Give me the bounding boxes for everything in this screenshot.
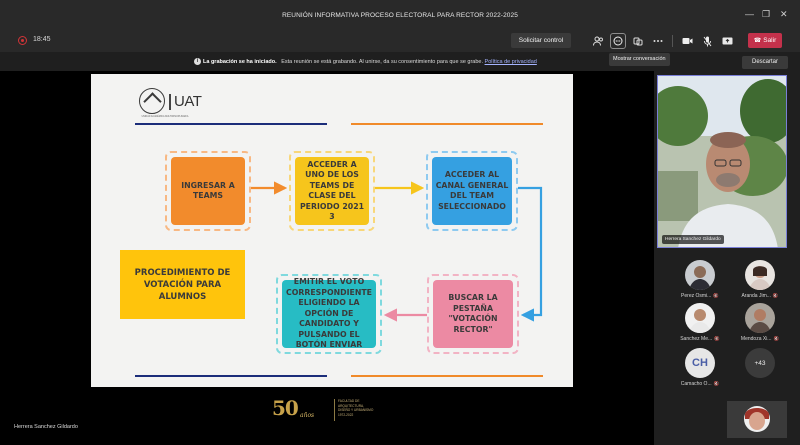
- close-icon[interactable]: ✕: [780, 9, 788, 19]
- participant-name-text: Mendoza Xi...: [740, 336, 772, 342]
- logo-subtitle: UNIDAD ACADÉMICA MULTIDISCIPLINARIA: [141, 116, 189, 118]
- participant-tile[interactable]: Sanchez Me...🔇: [670, 303, 730, 345]
- uat-logo: UAT UNIDAD ACADÉMICA MULTIDISCIPLINARIA: [135, 88, 207, 118]
- recording-banner: i La grabación se ha iniciado. Esta reun…: [0, 54, 800, 71]
- mic-muted-icon[interactable]: [699, 33, 715, 49]
- presentation-slide: UAT UNIDAD ACADÉMICA MULTIDISCIPLINARIA …: [91, 74, 573, 387]
- phone-icon: ☎: [753, 38, 762, 44]
- info-icon: i: [194, 58, 201, 65]
- step-2-box: ACCEDER A UNO DE LOS TEAMS DE CLASE DEL …: [289, 151, 375, 231]
- participant-tile[interactable]: CH Camacho O...🔇: [670, 348, 730, 390]
- self-view-frame: [727, 401, 787, 438]
- avatar: [745, 260, 775, 290]
- more-options-icon[interactable]: [650, 33, 666, 49]
- participant-name: Sanchez Me...🔇: [670, 336, 730, 342]
- faculty-text: FACULTAD DE ARQUITECTURA, DISEÑO Y URBAN…: [338, 399, 373, 417]
- request-control-button[interactable]: Solicitar control: [511, 33, 571, 48]
- presenter-video-name: Herrera Sanchez Gildardo: [662, 235, 724, 244]
- minimize-icon[interactable]: —: [745, 9, 754, 19]
- faculty-line-1: FACULTAD DE: [338, 399, 360, 403]
- anniversary-suffix: años: [300, 412, 315, 419]
- step-4-box: BUSCAR LA PESTAÑA "VOTACIÓN RECTOR": [427, 274, 519, 354]
- participant-name: Perez Osmi...🔇: [670, 293, 730, 299]
- presenter-video[interactable]: Herrera Sanchez Gildardo: [657, 75, 787, 248]
- meeting-title: REUNIÓN INFORMATIVA PROCESO ELECTORAL PA…: [282, 12, 518, 19]
- step-5-text: EMITIR EL VOTO CORRESPONDIENTE ELIGIENDO…: [282, 277, 376, 349]
- self-view-video[interactable]: [727, 401, 787, 438]
- avatar-initials: CH: [685, 348, 715, 378]
- anniversary-number: 50: [272, 396, 299, 420]
- privacy-policy-link[interactable]: Política de privacidad: [484, 59, 537, 65]
- share-screen-icon[interactable]: [719, 33, 735, 49]
- uat-emblem-icon: [139, 88, 165, 114]
- more-participants-count: +43: [745, 348, 775, 378]
- recording-message-text: Esta reunión se está grabando. Al unirse…: [281, 59, 484, 65]
- shared-screen-stage: UAT UNIDAD ACADÉMICA MULTIDISCIPLINARIA …: [0, 71, 654, 445]
- mic-muted-icon: 🔇: [713, 293, 719, 298]
- chat-tooltip: Mostrar conversación: [609, 53, 670, 66]
- participant-name: Aranda Jim...🔇: [730, 293, 790, 299]
- step-1-text: INGRESAR A TEAMS: [171, 157, 245, 225]
- avatar: [745, 303, 775, 333]
- participants-panel: Herrera Sanchez Gildardo Perez Osmi...🔇 …: [654, 71, 800, 445]
- step-1-box: INGRESAR A TEAMS: [165, 151, 251, 231]
- leave-label: Salir: [763, 37, 777, 44]
- mic-muted-icon: 🔇: [773, 336, 780, 341]
- step-4-text: BUSCAR LA PESTAÑA "VOTACIÓN RECTOR": [433, 280, 513, 348]
- participant-name-text: Perez Osmi...: [681, 293, 712, 299]
- anniversary-logo: 50 años FACULTAD DE ARQUITECTURA, DISEÑO…: [270, 396, 382, 422]
- avatar: [685, 260, 715, 290]
- procedure-title: PROCEDIMIENTO DE VOTACIÓN PARA ALUMNOS: [120, 250, 245, 319]
- participant-name: Camacho O...🔇: [670, 381, 730, 387]
- chat-icon[interactable]: [610, 33, 626, 49]
- step-5-box: EMITIR EL VOTO CORRESPONDIENTE ELIGIENDO…: [276, 274, 382, 354]
- step-3-box: ACCEDER AL CANAL GENERAL DEL TEAM SELECC…: [426, 151, 518, 231]
- step-3-text: ACCEDER AL CANAL GENERAL DEL TEAM SELECC…: [432, 157, 512, 225]
- mic-muted-icon: 🔇: [713, 381, 720, 386]
- participant-tile[interactable]: Mendoza Xi...🔇: [730, 303, 790, 345]
- logo-text: UAT: [174, 93, 202, 110]
- footer-rule-orange: [351, 375, 543, 377]
- header-rule-blue: [135, 123, 327, 125]
- meeting-toolbar: 18:45 Solicitar control ☎Salir: [0, 30, 800, 52]
- avatar: [685, 303, 715, 333]
- mic-muted-icon: 🔇: [714, 336, 720, 341]
- recording-message: La grabación se ha iniciado. Esta reunió…: [203, 59, 537, 65]
- header-rule-orange: [351, 123, 543, 125]
- participant-name-text: Aranda Jim...: [741, 293, 771, 299]
- camera-icon[interactable]: [679, 33, 695, 49]
- reactions-icon[interactable]: [630, 33, 646, 49]
- faculty-line-4: 1972-2022: [338, 412, 354, 417]
- more-participants-tile[interactable]: +43: [730, 348, 790, 390]
- presenter-video-frame: [658, 76, 786, 247]
- faculty-line-3: DISEÑO Y URBANISMO: [338, 408, 374, 413]
- flow-arrows: [251, 181, 543, 322]
- arrow-3-to-4: [518, 186, 543, 322]
- participants-icon[interactable]: [590, 33, 606, 49]
- recording-message-bold: La grabación se ha iniciado.: [203, 59, 277, 65]
- participant-tile[interactable]: Perez Osmi...🔇: [670, 260, 730, 302]
- presenter-caption: Herrera Sanchez Gildardo: [14, 424, 78, 430]
- participant-name-text: Camacho O...: [680, 381, 712, 387]
- toolbar-divider: [672, 35, 673, 47]
- participant-name-text: Sanchez Me...: [680, 336, 713, 342]
- mic-muted-icon: 🔇: [772, 293, 779, 298]
- leave-button[interactable]: ☎Salir: [748, 33, 782, 48]
- faculty-line-2: ARQUITECTURA,: [338, 403, 365, 408]
- participant-name: Mendoza Xi...🔇: [730, 336, 790, 342]
- discard-button[interactable]: Descartar: [742, 56, 788, 69]
- meeting-timer: 18:45: [33, 36, 51, 43]
- recording-icon: [18, 36, 27, 45]
- step-2-text: ACCEDER A UNO DE LOS TEAMS DE CLASE DEL …: [295, 157, 369, 225]
- maximize-icon[interactable]: ❐: [762, 9, 771, 19]
- participant-tile[interactable]: Aranda Jim...🔇: [730, 260, 790, 302]
- footer-rule-blue: [135, 375, 327, 377]
